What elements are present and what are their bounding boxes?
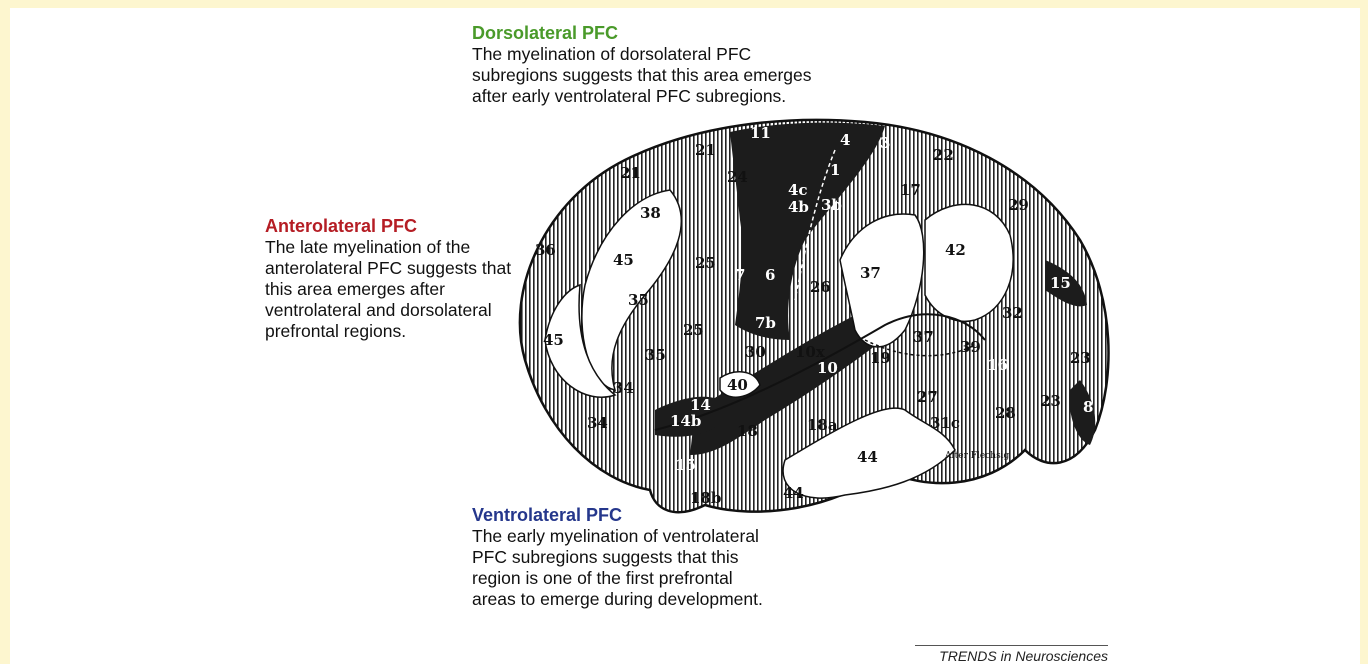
area-label: 22 xyxy=(933,146,954,164)
area-label: 23 xyxy=(1040,392,1061,410)
area-label: 14b xyxy=(670,412,701,430)
area-label: 36 xyxy=(535,241,556,259)
area-label: 6 xyxy=(765,266,775,284)
area-label: 34 xyxy=(613,379,634,397)
area-label: 34 xyxy=(587,414,608,432)
area-label: 10 xyxy=(817,359,838,377)
area-label: 1 xyxy=(830,161,840,179)
area-label: 23 xyxy=(1070,349,1091,367)
area-label: 18b xyxy=(690,489,721,507)
area-label: 3 xyxy=(880,134,890,152)
area-label: 11 xyxy=(750,124,771,142)
area-label: 4 xyxy=(840,131,850,149)
area-label: 7 xyxy=(735,266,745,284)
area-label: 16 xyxy=(987,356,1008,374)
anterolateral-title: Anterolateral PFC xyxy=(265,216,525,237)
area-label: 15 xyxy=(675,456,696,474)
area-label: 7b xyxy=(755,314,776,332)
dorsolateral-title: Dorsolateral PFC xyxy=(472,23,812,44)
area-label: 29 xyxy=(1008,196,1029,214)
area-label: 4b xyxy=(788,198,809,216)
area-label: 15 xyxy=(1050,274,1071,292)
area-label: 18 xyxy=(737,422,758,440)
dorsolateral-annotation: Dorsolateral PFC The myelination of dors… xyxy=(472,23,812,107)
area-label: 32 xyxy=(1002,304,1023,322)
journal-credit: TRENDS in Neurosciences xyxy=(915,645,1108,664)
area-label: 45 xyxy=(543,331,564,349)
area-label: 25 xyxy=(695,254,716,272)
area-label: 40 xyxy=(727,376,748,394)
area-label: 26 xyxy=(810,278,831,296)
area-label: 27 xyxy=(917,388,938,406)
area-label: 28 xyxy=(995,404,1016,422)
dorsolateral-body: The myelination of dorsolateral PFC subr… xyxy=(472,44,812,107)
area-label: 18a xyxy=(807,416,838,434)
area-label: 8 xyxy=(1083,398,1093,416)
area-label: 4c xyxy=(788,181,808,199)
area-label: 3b xyxy=(821,196,842,214)
area-label: 17 xyxy=(900,181,921,199)
area-label: 37 xyxy=(913,328,934,346)
area-label: 42 xyxy=(945,241,966,259)
area-label: 25 xyxy=(683,321,704,339)
area-label: 44 xyxy=(783,484,804,502)
area-label: 31c xyxy=(930,414,960,432)
anterolateral-annotation: Anterolateral PFC The late myelination o… xyxy=(265,216,525,342)
area-label: 35 xyxy=(628,291,649,309)
anterolateral-body: The late myelination of the anterolatera… xyxy=(265,237,525,342)
area-label: 21 xyxy=(695,141,716,159)
area-label: 24 xyxy=(727,168,748,186)
area-label: 30 xyxy=(745,343,766,361)
area-label: 45 xyxy=(613,251,634,269)
area-label: 37 xyxy=(860,264,881,282)
area-label: 21 xyxy=(620,164,641,182)
area-label: 44 xyxy=(857,448,878,466)
area-label: 35 xyxy=(645,346,666,364)
after-flechsig-signature: After Flechsig xyxy=(944,451,1010,461)
area-label: 19 xyxy=(870,349,891,367)
area-label: 38 xyxy=(640,204,661,222)
area-label: 39 xyxy=(960,338,981,356)
brain-myelination-map: 11 4 3 1 22 21 24 4c 4b 3b 17 21 29 38 4… xyxy=(505,110,1125,540)
